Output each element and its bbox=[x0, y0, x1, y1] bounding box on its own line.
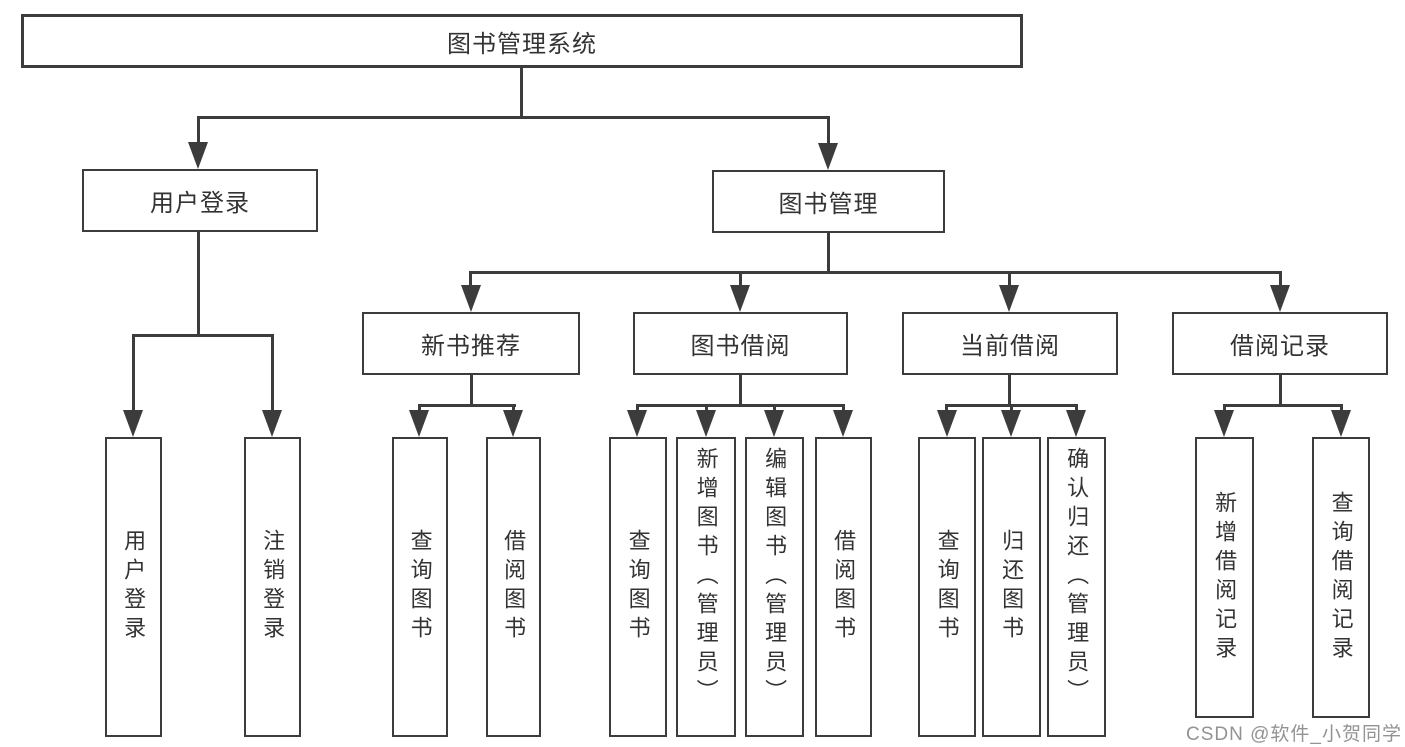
node-current-borrowing: 当前借阅 bbox=[902, 312, 1118, 375]
arrowhead-down-icon bbox=[833, 410, 853, 437]
connector-line bbox=[1340, 404, 1343, 414]
leaf-return-book: 归还图书 bbox=[982, 437, 1041, 737]
connector-line bbox=[636, 404, 845, 407]
connector-line bbox=[418, 404, 516, 407]
connector-line bbox=[520, 68, 523, 118]
leaf-add-book-admin: 新增图书（管理员） bbox=[676, 437, 736, 737]
node-label: 当前借阅 bbox=[960, 333, 1060, 360]
arrowhead-down-icon bbox=[1270, 285, 1290, 312]
arrowhead-down-icon bbox=[503, 410, 523, 437]
arrowhead-down-icon bbox=[409, 410, 429, 437]
leaf-query-borrow-record: 查询借阅记录 bbox=[1312, 437, 1370, 718]
leaf-label: 编辑图书（管理员） bbox=[762, 447, 788, 708]
connector-line bbox=[773, 404, 776, 414]
node-borrowing-records: 借阅记录 bbox=[1172, 312, 1388, 375]
node-user-login: 用户登录 bbox=[82, 169, 318, 232]
leaf-label: 查询图书 bbox=[934, 529, 960, 645]
leaf-label: 用户登录 bbox=[121, 529, 147, 645]
node-library-system: 图书管理系统 bbox=[21, 14, 1023, 68]
leaf-add-borrow-record: 新增借阅记录 bbox=[1195, 437, 1254, 718]
leaf-borrow-books-2: 借阅图书 bbox=[815, 437, 872, 737]
csdn-watermark: CSDN @软件_小贺同学 bbox=[1186, 724, 1402, 745]
connector-line bbox=[469, 271, 1282, 274]
connector-line bbox=[1008, 375, 1011, 407]
connector-line bbox=[132, 334, 135, 414]
arrowhead-down-icon bbox=[764, 410, 784, 437]
connector-line bbox=[271, 334, 274, 414]
arrowhead-down-icon bbox=[262, 410, 282, 437]
leaf-label: 新增图书（管理员） bbox=[693, 447, 719, 708]
leaf-label: 查询图书 bbox=[625, 529, 651, 645]
leaf-label: 确认归还（管理员） bbox=[1064, 447, 1090, 708]
connector-line bbox=[132, 334, 274, 337]
arrowhead-down-icon bbox=[123, 410, 143, 437]
leaf-label: 查询图书 bbox=[407, 529, 433, 645]
node-book-management: 图书管理 bbox=[712, 170, 945, 233]
node-label: 图书管理 bbox=[778, 191, 879, 218]
arrowhead-down-icon bbox=[461, 285, 481, 312]
node-label: 用户登录 bbox=[150, 190, 250, 217]
connector-line bbox=[1010, 404, 1013, 414]
arrowhead-down-icon bbox=[696, 410, 716, 437]
arrowhead-down-icon bbox=[1214, 410, 1234, 437]
node-book-borrowing: 图书借阅 bbox=[633, 312, 848, 375]
arrowhead-down-icon bbox=[730, 285, 750, 312]
arrowhead-down-icon bbox=[818, 143, 838, 170]
connector-line bbox=[1075, 404, 1078, 414]
leaf-user-login: 用户登录 bbox=[105, 437, 162, 737]
connector-line bbox=[739, 375, 742, 407]
leaf-borrow-books-1: 借阅图书 bbox=[486, 437, 541, 737]
leaf-label: 查询借阅记录 bbox=[1328, 490, 1354, 665]
connector-line bbox=[1279, 271, 1282, 288]
connector-line bbox=[705, 404, 708, 414]
arrowhead-down-icon bbox=[1001, 410, 1021, 437]
connector-line bbox=[827, 233, 830, 274]
connector-line bbox=[945, 404, 948, 414]
arrowhead-down-icon bbox=[1331, 410, 1351, 437]
leaf-label: 借阅图书 bbox=[831, 529, 857, 645]
connector-line bbox=[636, 404, 639, 414]
arrowhead-down-icon bbox=[1066, 410, 1086, 437]
arrowhead-down-icon bbox=[627, 410, 647, 437]
connector-line bbox=[1008, 271, 1011, 288]
leaf-label: 注销登录 bbox=[260, 529, 286, 645]
connector-line bbox=[842, 404, 845, 414]
arrowhead-down-icon bbox=[188, 142, 208, 169]
leaf-query-books-3: 查询图书 bbox=[918, 437, 976, 737]
connector-line bbox=[512, 404, 515, 414]
connector-line bbox=[197, 232, 200, 336]
node-label: 图书借阅 bbox=[690, 333, 791, 360]
node-label: 图书管理系统 bbox=[447, 30, 597, 58]
leaf-query-books-1: 查询图书 bbox=[392, 437, 448, 737]
node-new-book-recommendation: 新书推荐 bbox=[362, 312, 580, 375]
leaf-label: 新增借阅记录 bbox=[1212, 490, 1238, 665]
connector-line bbox=[418, 404, 421, 414]
leaf-confirm-return-admin: 确认归还（管理员） bbox=[1047, 437, 1106, 737]
connector-line bbox=[469, 271, 472, 288]
connector-line bbox=[739, 271, 742, 288]
arrowhead-down-icon bbox=[937, 410, 957, 437]
leaf-query-books-2: 查询图书 bbox=[609, 437, 667, 737]
connector-line bbox=[470, 375, 473, 407]
arrowhead-down-icon bbox=[999, 285, 1019, 312]
connector-line bbox=[197, 116, 830, 119]
connector-line bbox=[197, 116, 200, 146]
connector-line bbox=[1279, 375, 1282, 407]
connector-line bbox=[1223, 404, 1226, 414]
node-label: 新书推荐 bbox=[421, 333, 521, 360]
leaf-logout: 注销登录 bbox=[244, 437, 301, 737]
node-label: 借阅记录 bbox=[1230, 333, 1330, 360]
leaf-label: 借阅图书 bbox=[501, 529, 527, 645]
leaf-label: 归还图书 bbox=[999, 529, 1025, 645]
connector-line bbox=[1223, 404, 1343, 407]
connector-line bbox=[827, 116, 830, 146]
leaf-edit-book-admin: 编辑图书（管理员） bbox=[745, 437, 804, 737]
